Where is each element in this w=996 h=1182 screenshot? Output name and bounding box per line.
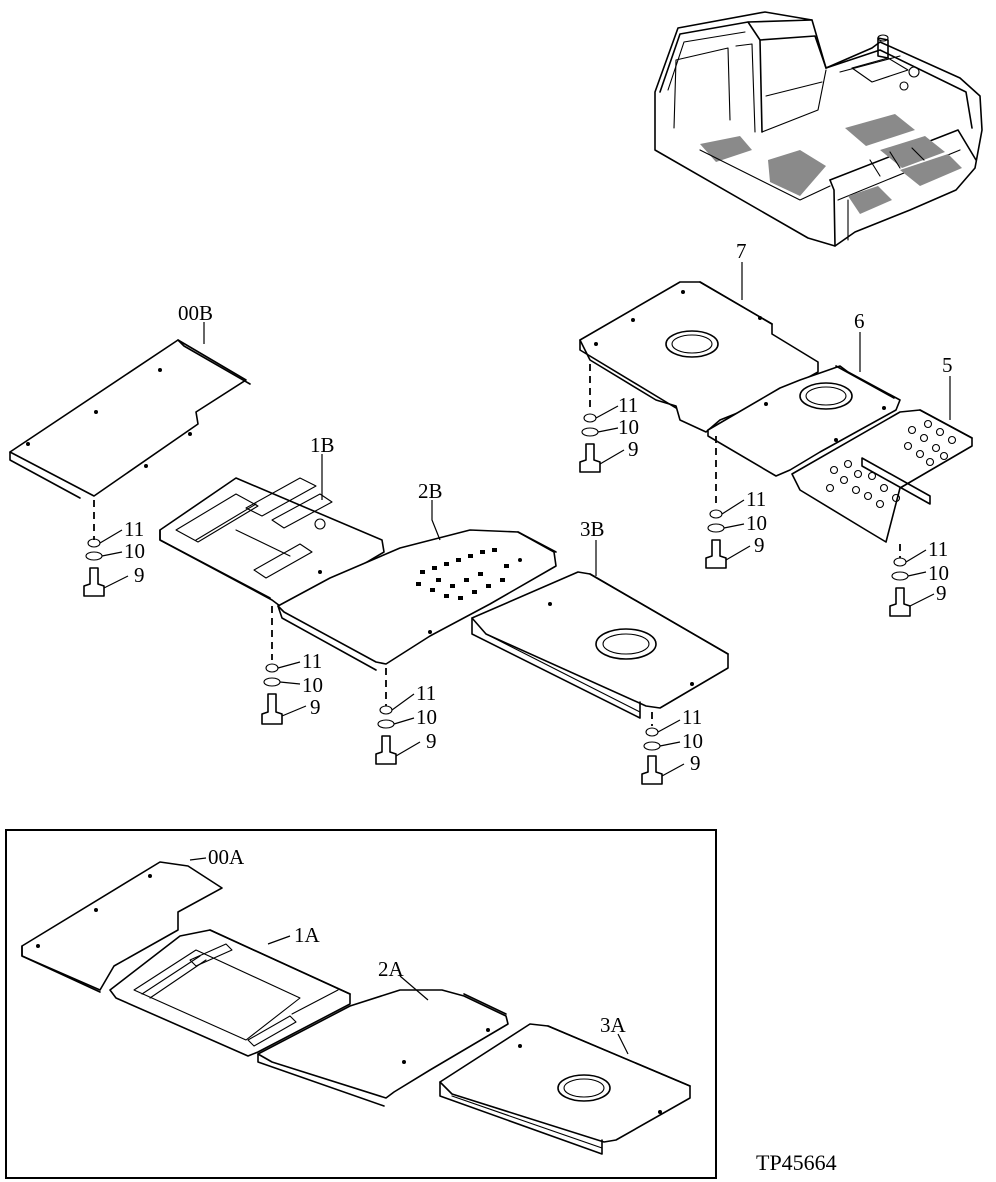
- plate-00A: [21, 861, 223, 993]
- label-3B: 3B: [580, 517, 605, 541]
- label-3A: 3A: [600, 1013, 627, 1037]
- label-washer-6: 10: [746, 511, 767, 535]
- label-washer-5: 10: [928, 561, 949, 585]
- plate-00B: [9, 339, 251, 499]
- shaded-cab-floor: [768, 150, 826, 196]
- label-oring-1B: 11: [302, 649, 322, 673]
- leader-2B: [431, 500, 441, 541]
- plate-3A: [439, 1023, 691, 1155]
- label-2B: 2B: [418, 479, 443, 503]
- leader-3A: [617, 1033, 629, 1055]
- label-oring-00B: 11: [124, 517, 144, 541]
- label-bolt-5: 9: [936, 581, 947, 605]
- label-2A: 2A: [378, 957, 405, 981]
- label-7: 7: [736, 239, 747, 263]
- label-00A: 00A: [208, 845, 245, 869]
- label-washer-00B: 10: [124, 539, 145, 563]
- leader-1A: [267, 935, 291, 945]
- label-bolt-3B: 9: [690, 751, 701, 775]
- hardware-stack-3B: [641, 712, 685, 785]
- shaded-plate-7: [845, 114, 915, 146]
- label-bolt-1B: 9: [310, 695, 321, 719]
- hardware-stack-00B: [83, 500, 129, 597]
- plate-5-holes: [825, 419, 957, 509]
- shaded-cab-floor-left: [700, 136, 752, 162]
- label-bolt-7: 9: [628, 437, 639, 461]
- hardware-stack-1B: [261, 606, 307, 725]
- leader-00A: [189, 857, 207, 861]
- label-5: 5: [942, 353, 953, 377]
- label-bolt-2B: 9: [426, 729, 437, 753]
- shaded-plate-6: [880, 136, 945, 168]
- hardware-stack-2B: [375, 668, 421, 765]
- label-1B: 1B: [310, 433, 335, 457]
- plate-6: [707, 365, 901, 477]
- hardware-stack-7: [579, 364, 625, 473]
- label-00B: 00B: [178, 301, 213, 325]
- label-washer-7: 10: [618, 415, 639, 439]
- figure-reference: TP45664: [756, 1150, 837, 1175]
- label-washer-1B: 10: [302, 673, 323, 697]
- excavator-upper-structure: [654, 11, 983, 247]
- plate-2B-grid: [416, 548, 509, 600]
- label-oring-7: 11: [618, 393, 638, 417]
- label-washer-2B: 10: [416, 705, 437, 729]
- plate-2B: [277, 529, 557, 671]
- label-oring-6: 11: [746, 487, 766, 511]
- hardware-stack-6: [705, 436, 751, 569]
- label-oring-3B: 11: [682, 705, 702, 729]
- leader-2A: [399, 975, 429, 1001]
- label-oring-5: 11: [928, 537, 948, 561]
- shaded-plate-5: [900, 154, 962, 186]
- plate-2A: [257, 989, 509, 1107]
- label-6: 6: [854, 309, 865, 333]
- plate-1A: [109, 929, 351, 1057]
- assembly-a-frame: [5, 829, 717, 1179]
- plate-5: [791, 409, 973, 543]
- label-bolt-00B: 9: [134, 563, 145, 587]
- label-bolt-6: 9: [754, 533, 765, 557]
- shaded-step-plate: [848, 186, 892, 214]
- label-1A: 1A: [294, 923, 321, 947]
- plate-3B: [471, 571, 729, 719]
- hardware-stack-5: [889, 544, 935, 617]
- label-washer-3B: 10: [682, 729, 703, 753]
- label-oring-2B: 11: [416, 681, 436, 705]
